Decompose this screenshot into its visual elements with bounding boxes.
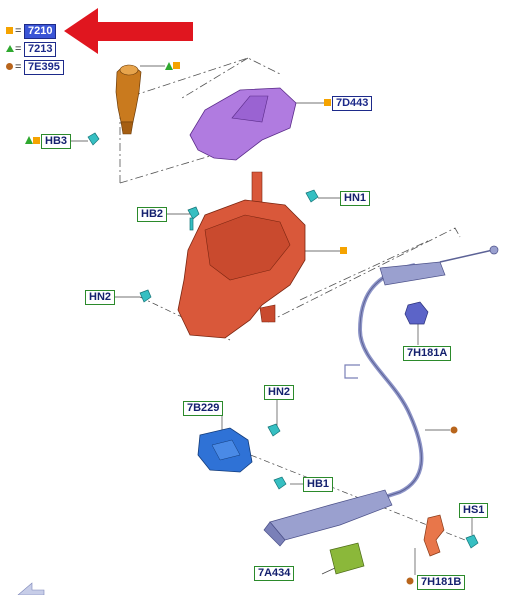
circle-legend-icon xyxy=(6,63,13,70)
part-label-7b229[interactable]: 7B229 xyxy=(183,401,224,416)
fasteners xyxy=(87,132,479,549)
part-label-hn1[interactable]: HN1 xyxy=(340,191,371,206)
part-markers xyxy=(25,62,458,585)
part-label-hn2-upper[interactable]: HN2 xyxy=(85,290,116,305)
legend-equals: = xyxy=(15,25,22,37)
red-arrow-icon xyxy=(64,8,193,54)
shifter-assembly xyxy=(177,171,306,339)
navigation-arrow-icon[interactable] xyxy=(17,582,45,595)
legend-equals: = xyxy=(15,61,22,73)
part-label-hb3[interactable]: HB3 xyxy=(41,134,72,149)
cable-clip-lower xyxy=(423,514,445,557)
triangle-legend-icon xyxy=(6,45,14,52)
part-label-hs1[interactable]: HS1 xyxy=(459,503,489,518)
shift-boot xyxy=(189,87,297,161)
shift-cable xyxy=(263,245,499,547)
legend-code-7210[interactable]: 7210 xyxy=(24,24,57,39)
legend-code-7e395[interactable]: 7E395 xyxy=(24,60,64,75)
part-label-7h181b[interactable]: 7H181B xyxy=(417,575,466,590)
part-label-7d443[interactable]: 7D443 xyxy=(332,96,373,111)
legend-equals: = xyxy=(15,43,22,55)
control-module xyxy=(329,542,365,575)
part-label-hb2[interactable]: HB2 xyxy=(137,207,168,222)
assembly-outline-lines xyxy=(119,57,461,323)
square-legend-icon xyxy=(6,27,13,34)
gear-knob xyxy=(115,64,142,135)
part-label-hn2-lower[interactable]: HN2 xyxy=(264,385,295,400)
legend-code-7213[interactable]: 7213 xyxy=(24,42,57,57)
mounting-bracket xyxy=(197,427,253,473)
part-label-hb1[interactable]: HB1 xyxy=(303,477,334,492)
part-label-7a434[interactable]: 7A434 xyxy=(254,566,295,581)
cable-clip-upper xyxy=(404,301,429,325)
part-label-7h181a[interactable]: 7H181A xyxy=(403,346,452,361)
